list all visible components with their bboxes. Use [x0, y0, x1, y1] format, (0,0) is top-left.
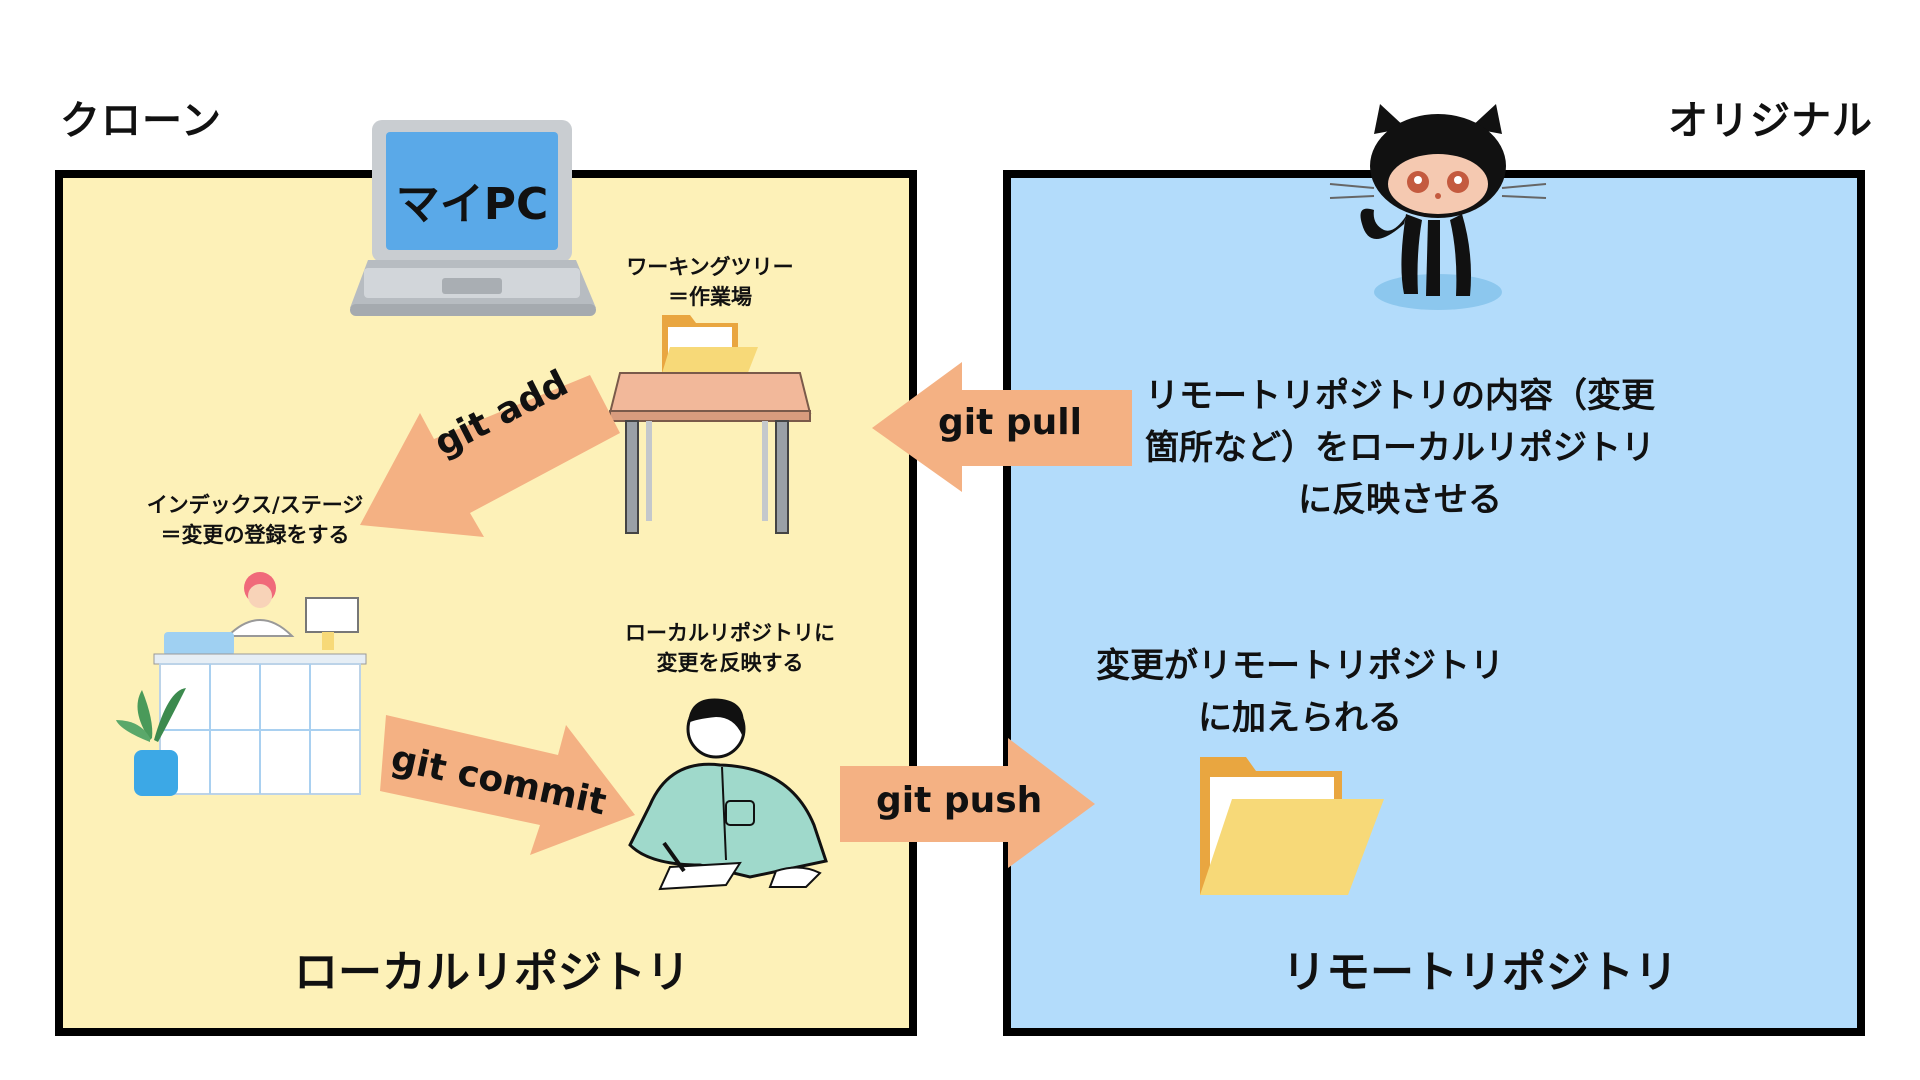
github-octocat-icon: [1329, 104, 1547, 310]
receptionist-icon: [225, 572, 295, 637]
pull-description-line1: リモートリポジトリの内容（変更: [1145, 376, 1655, 416]
pull-description-line2: 箇所など）をローカルリポジトリ: [1145, 428, 1655, 468]
push-description: 変更がリモートリポジトリ に加えられる: [1080, 640, 1520, 744]
desk-icon: [608, 315, 812, 534]
remote-folder-icon: [1200, 757, 1384, 895]
git-pull-arrow: [872, 362, 1132, 492]
clone-heading: クローン: [60, 98, 222, 144]
potted-plant-icon: [116, 688, 186, 796]
remote-repository-panel: [1003, 170, 1865, 1036]
commit-caption: ローカルリポジトリに 変更を反映する: [615, 618, 845, 678]
working-tree-caption: ワーキングツリー ＝作業場: [600, 252, 820, 312]
working-tree-caption-line1: ワーキングツリー: [626, 255, 794, 279]
index-caption: インデックス/ステージ ＝変更の登録をする: [130, 490, 380, 550]
laptop-icon: [350, 120, 596, 316]
git-commit-arrow: [380, 715, 635, 855]
git-push-arrow: [840, 738, 1095, 868]
push-description-line2: に加えられる: [1198, 698, 1402, 738]
local-repository-title: ローカルリポジトリ: [294, 947, 690, 998]
commit-caption-line2: 変更を反映する: [656, 651, 804, 675]
git-push-label: git push: [876, 780, 1043, 821]
working-tree-caption-line2: ＝作業場: [668, 285, 752, 309]
laptop-screen-label: マイPC: [395, 179, 549, 230]
original-heading: オリジナル: [1668, 98, 1873, 144]
git-pull-label: git pull: [938, 402, 1082, 443]
git-add-arrow: [360, 375, 620, 537]
reception-desk-icon: [116, 572, 367, 796]
commit-caption-line1: ローカルリポジトリに: [625, 621, 835, 645]
person-writing-icon: [628, 698, 828, 891]
pull-description-line3: に反映させる: [1298, 480, 1502, 520]
push-description-line1: 変更がリモートリポジトリ: [1096, 646, 1504, 686]
remote-repository-title: リモートリポジトリ: [1282, 947, 1678, 998]
index-caption-line2: ＝変更の登録をする: [160, 523, 350, 547]
index-caption-line1: インデックス/ステージ: [146, 493, 364, 517]
pull-description: リモートリポジトリの内容（変更 箇所など）をローカルリポジトリ に反映させる: [1120, 370, 1680, 526]
